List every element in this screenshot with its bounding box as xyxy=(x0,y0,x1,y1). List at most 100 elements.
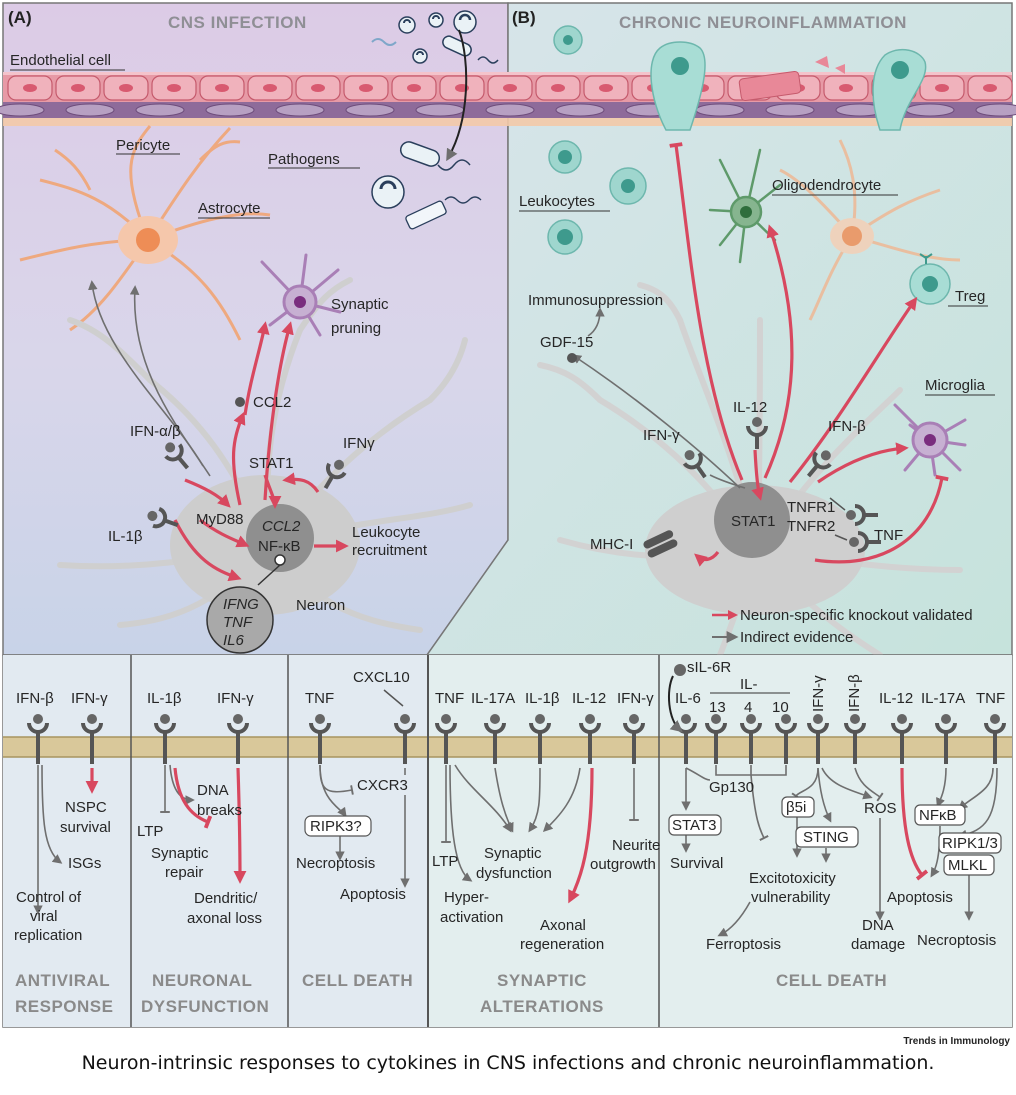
ripk3-box xyxy=(304,815,372,837)
endothelial-nucleus xyxy=(71,84,85,92)
excito-label-2: vulnerability xyxy=(751,889,831,906)
ltp-label-b: LTP xyxy=(432,853,458,870)
excito-label-1: Excitotoxicity xyxy=(749,870,836,887)
pericyte-cell xyxy=(905,103,955,117)
sil6r-ligand xyxy=(674,664,686,676)
stat1-nucleus-b xyxy=(714,482,790,558)
microglia-label: Microglia xyxy=(925,377,986,394)
legend: Neuron-specific knockout validated Indir… xyxy=(712,607,973,646)
ripk13-box xyxy=(938,832,1002,854)
il4-label: 4 xyxy=(744,699,752,716)
il6-label: IL-6 xyxy=(675,690,701,707)
immunosuppression-label: Immunosuppression xyxy=(528,292,663,309)
gene-tnf: TNF xyxy=(223,614,253,631)
receptor-stem xyxy=(714,746,718,764)
axonal-2: regeneration xyxy=(520,936,604,953)
ifng-label: IFNγ xyxy=(343,435,375,452)
rcv-tnf-death-a: TNF xyxy=(305,690,334,707)
myd88-label: MyD88 xyxy=(196,511,244,528)
bottom-panel xyxy=(2,654,1013,1028)
synaptic-dys-1: Synaptic xyxy=(484,845,542,862)
receptor-stem xyxy=(90,746,94,764)
synaptic-arrows xyxy=(441,764,639,904)
endothelial-nucleus xyxy=(503,84,517,92)
pericyte-cell xyxy=(975,103,1016,117)
isgs-label: ISGs xyxy=(68,855,101,872)
apoptosis-b: Apoptosis xyxy=(887,889,953,906)
pericyte-cell xyxy=(0,103,45,117)
section-antiviral-2: RESPONSE xyxy=(15,997,113,1016)
dna-breaks-1: DNA xyxy=(197,782,229,799)
receptor-stem xyxy=(588,746,592,764)
antiviral-arrows xyxy=(33,764,99,915)
endothelial-label: Endothelial cell xyxy=(10,52,111,69)
legend-red-label: Neuron-specific knockout validated xyxy=(740,607,973,624)
rcv-ifng-antiviral: IFN-γ xyxy=(71,690,108,707)
endothelial-nucleus xyxy=(215,84,229,92)
dna-damage-1: DNA xyxy=(862,917,894,934)
receptor-stem xyxy=(993,746,997,764)
tnfr2-label: TNFR2 xyxy=(787,518,835,535)
stat3-label: STAT3 xyxy=(672,817,716,834)
receptor-stem xyxy=(900,746,904,764)
receptor-stem xyxy=(816,746,820,764)
endothelial-nucleus xyxy=(407,84,421,92)
receptor-stem xyxy=(493,746,497,764)
receptor-stem xyxy=(944,746,948,764)
nfkb-label: NFκB xyxy=(919,807,957,824)
panel-b-arrows xyxy=(571,142,949,567)
b5i-box xyxy=(781,796,815,818)
dna-damage-2: damage xyxy=(851,936,905,953)
dysfunction-arrows xyxy=(160,764,247,884)
pericyte-cell xyxy=(275,103,325,117)
endothelial-nucleus xyxy=(167,84,181,92)
leukocyte-cells xyxy=(547,25,927,255)
pericyte-cell xyxy=(65,103,115,117)
nspc-label-2: survival xyxy=(60,819,111,836)
stat3-box xyxy=(668,814,722,836)
synaptic-repair-2: repair xyxy=(165,864,203,881)
dendritic-loss-1: Dendritic/ xyxy=(194,890,258,907)
ros-label: ROS xyxy=(864,800,897,817)
death-b-arrows xyxy=(681,765,998,937)
legend-gray-label: Indirect evidence xyxy=(740,629,853,646)
neuron-label: Neuron xyxy=(296,597,345,614)
leukocytes-label: Leukocytes xyxy=(519,193,595,210)
receptor-stem xyxy=(784,746,788,764)
necroptosis-a: Necroptosis xyxy=(296,855,375,872)
receptor-stem xyxy=(632,746,636,764)
endothelial-nucleus xyxy=(935,84,949,92)
synaptic-pruning-label-1: Synaptic xyxy=(331,296,389,313)
pericyte-cell xyxy=(345,103,395,117)
nucleus-ccl2-label: CCL2 xyxy=(262,518,301,535)
control-label-1: Control of xyxy=(16,889,82,906)
synaptic-dys-2: dysfunction xyxy=(476,865,552,882)
sil6r-label: sIL-6R xyxy=(687,659,731,676)
pericyte-cell xyxy=(135,103,185,117)
synaptic-pruning-label-2: pruning xyxy=(331,320,381,337)
rcv-il12-death: IL-12 xyxy=(879,690,913,707)
rcv-ifng-syn: IFN-γ xyxy=(617,690,654,707)
death-a-arrows xyxy=(319,764,410,888)
section-dysfunction-2: DYSFUNCTION xyxy=(141,997,269,1016)
endothelial-nucleus xyxy=(551,84,565,92)
rcv-ifng-dys: IFN-γ xyxy=(217,690,254,707)
mlkl-label: MLKL xyxy=(948,857,987,874)
endothelial-nucleus xyxy=(263,84,277,92)
ifng-label-b: IFN-γ xyxy=(643,427,680,444)
section-antiviral-1: ANTIVIRAL xyxy=(15,971,110,990)
panel-a-title: CNS INFECTION xyxy=(168,13,307,32)
receptor-stem xyxy=(318,746,322,764)
receptor-stem xyxy=(538,746,542,764)
nspc-label-1: NSPC xyxy=(65,799,107,816)
rcv-il1b-dys: IL-1β xyxy=(147,690,182,707)
pericyte-cell xyxy=(485,103,535,117)
panel-a-letter: (A) xyxy=(8,8,32,27)
rcv-il1b-syn: IL-1β xyxy=(525,690,560,707)
treg-label: Treg xyxy=(955,288,985,305)
ripk3-label: RIPK3? xyxy=(310,818,362,835)
ifnab-label: IFN-α/β xyxy=(130,423,181,440)
mhc-molecule xyxy=(643,530,678,558)
control-label-2: viral xyxy=(30,908,58,925)
